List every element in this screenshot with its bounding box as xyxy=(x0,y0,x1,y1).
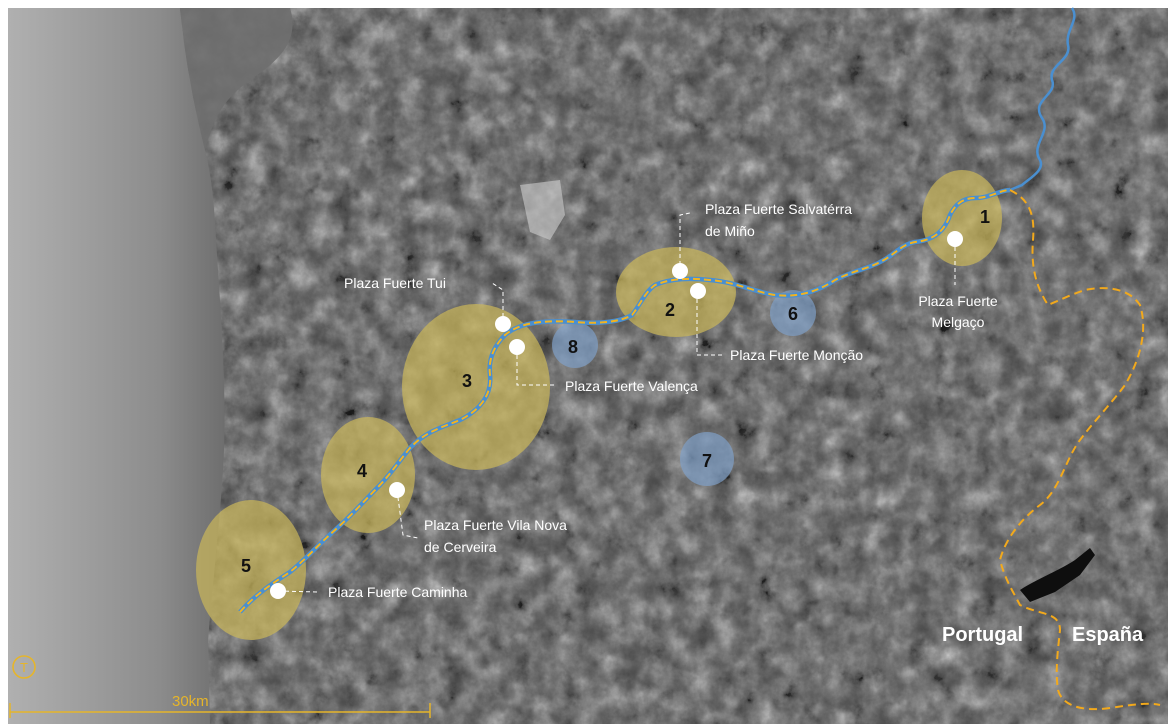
country-label-espana: España xyxy=(1072,624,1144,646)
zone-7 xyxy=(680,432,734,486)
zone-number-3: 3 xyxy=(462,371,472,391)
label-tui: Plaza Fuerte Tui xyxy=(344,275,446,291)
scale-label: 30km xyxy=(172,693,209,710)
zone-number-1: 1 xyxy=(980,207,990,227)
zone-3 xyxy=(402,304,550,470)
label-caminha: Plaza Fuerte Caminha xyxy=(328,584,468,600)
label-salvaterra-line2: de Miño xyxy=(705,223,755,239)
label-melgaco-line1: Plaza Fuerte xyxy=(918,293,998,309)
zone-2 xyxy=(616,247,736,337)
fort-labels: Plaza Fuerte Melgaço Plaza Fuerte Salvat… xyxy=(328,201,998,600)
north-icon xyxy=(12,655,36,679)
zone-number-2: 2 xyxy=(665,300,675,320)
label-moncao: Plaza Fuerte Monção xyxy=(730,347,863,363)
reservoir xyxy=(1020,548,1095,602)
label-salvaterra-line1: Plaza Fuerte Salvatérra xyxy=(705,201,852,217)
fort-marker-caminha[interactable] xyxy=(270,583,286,599)
label-vila-nova-line2: de Cerveira xyxy=(424,539,497,555)
fort-marker-melgaco[interactable] xyxy=(947,231,963,247)
zone-8 xyxy=(552,322,598,368)
north-symbol: T xyxy=(20,660,28,675)
other-zones xyxy=(552,290,816,486)
zone-6 xyxy=(770,290,816,336)
zone-number-6: 6 xyxy=(788,304,798,324)
zone-numbers: 1 2 3 4 5 6 7 8 xyxy=(241,207,990,576)
fort-marker-valenca[interactable] xyxy=(509,339,525,355)
fort-markers xyxy=(270,231,963,599)
country-label-portugal: Portugal xyxy=(942,624,1023,646)
fort-marker-tui[interactable] xyxy=(495,316,511,332)
fort-marker-vila-nova-de-cerveira[interactable] xyxy=(389,482,405,498)
north-indicator: T xyxy=(12,655,36,679)
fort-marker-moncao[interactable] xyxy=(690,283,706,299)
zone-number-7: 7 xyxy=(702,451,712,471)
river-upstream xyxy=(1009,7,1076,192)
sea xyxy=(8,8,225,724)
fort-marker-salvaterra[interactable] xyxy=(672,263,688,279)
zone-4 xyxy=(321,417,415,533)
label-vila-nova-line1: Plaza Fuerte Vila Nova xyxy=(424,517,567,533)
zone-number-5: 5 xyxy=(241,556,251,576)
zone-number-8: 8 xyxy=(568,337,578,357)
estuary xyxy=(180,8,293,150)
country-border xyxy=(998,189,1161,711)
urban-area xyxy=(520,180,565,240)
zone-1 xyxy=(922,170,1002,266)
zone-number-4: 4 xyxy=(357,461,367,481)
label-valenca: Plaza Fuerte Valença xyxy=(565,378,698,394)
label-melgaco-line2: Melgaço xyxy=(932,314,985,330)
zone-5 xyxy=(196,500,306,640)
leader-lines xyxy=(277,212,956,593)
river-route xyxy=(238,187,1011,614)
scale-bar: 30km xyxy=(9,693,431,718)
